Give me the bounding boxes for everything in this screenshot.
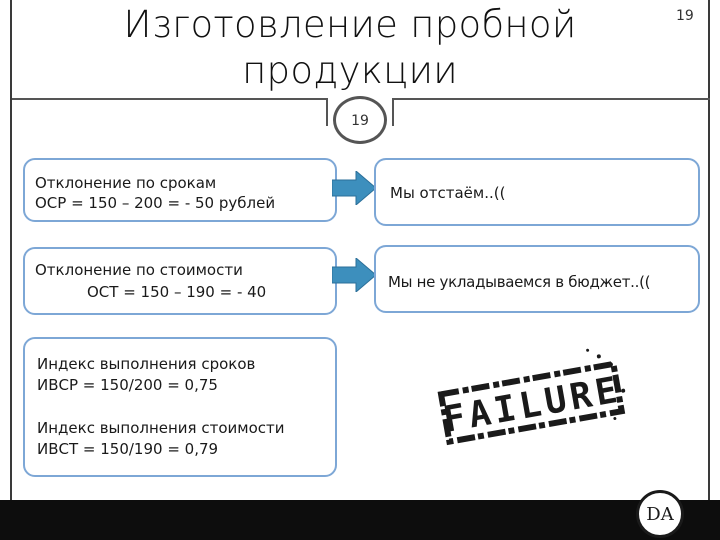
svg-text:DA: DA: [646, 504, 674, 525]
schedule-result-text: Мы отстаём..((: [390, 184, 506, 202]
failure-stamp-text: FAILURE: [440, 369, 624, 441]
header-divider-right: [392, 98, 710, 126]
schedule-result-box: Мы отстаём..((: [374, 158, 700, 226]
arrow-right-icon: [332, 171, 376, 205]
failure-stamp-icon: FAILURE: [437, 348, 626, 446]
logo: DA: [636, 490, 684, 538]
page-number: 19: [676, 8, 694, 24]
arrow-right-icon: [332, 258, 376, 292]
slide-frame: [10, 0, 710, 500]
cost-index-formula: ИВСТ = 150/190 = 0,79: [37, 440, 219, 458]
cost-result-text: Мы не укладываемся в бюджет..((: [388, 273, 651, 291]
cost-deviation-formula: ОСТ = 150 – 190 = - 40: [87, 283, 267, 301]
schedule-index-formula: ИВСР = 150/200 = 0,75: [37, 376, 218, 394]
cost-deviation-heading: Отклонение по стоимости: [35, 261, 243, 279]
logo-icon: DA: [646, 504, 674, 525]
cost-result-box: Мы не укладываемся в бюджет..((: [374, 245, 700, 313]
bottom-bar: [0, 500, 720, 540]
schedule-index-heading: Индекс выполнения сроков: [37, 355, 256, 373]
indices-box: Индекс выполнения сроков ИВСР = 150/200 …: [23, 337, 337, 477]
cost-index-heading: Индекс выполнения стоимости: [37, 419, 285, 437]
page-number-circle: 19: [333, 96, 387, 144]
header-divider-left: [12, 98, 328, 126]
schedule-deviation-formula: ОСР = 150 – 200 = - 50 рублей: [35, 194, 276, 212]
schedule-deviation-heading: Отклонение по срокам: [35, 174, 217, 192]
slide-title: Изготовление пробной продукции: [123, 3, 577, 92]
cost-deviation-box: Отклонение по стоимости ОСТ = 150 – 190 …: [23, 247, 337, 315]
schedule-deviation-box: Отклонение по срокам ОСР = 150 – 200 = -…: [23, 158, 337, 222]
